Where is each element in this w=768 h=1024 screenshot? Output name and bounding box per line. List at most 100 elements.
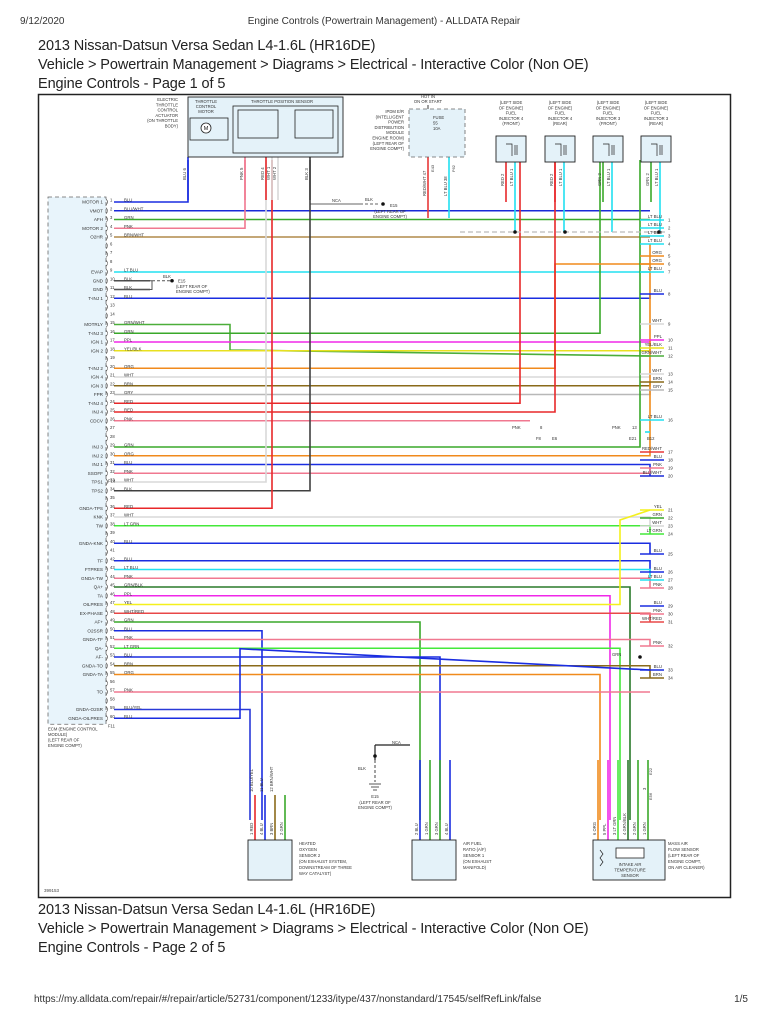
right-ref-number: 4	[668, 242, 671, 247]
grn-splice-label: GRN	[612, 652, 621, 657]
pin-bracket	[105, 627, 108, 634]
ecm-label: ECM (ENGINE CONTROL	[48, 726, 98, 731]
ecm-wire-label: GRN/WHT	[124, 320, 145, 325]
pin-bracket	[105, 330, 108, 337]
ecm-pin-number: 21	[110, 373, 115, 378]
ecm-pin-name: QA-	[95, 646, 104, 651]
ecm-pin-number: 7	[110, 250, 113, 255]
ecm-pin-name: GNDA-TA	[83, 672, 104, 677]
af-sensor-pin-label: 1 GRN	[424, 822, 429, 835]
right-ref-wire-label: GRN/WHT	[641, 350, 662, 355]
injector-label: INJECTOR 4	[499, 116, 524, 121]
breadcrumb-page2[interactable]: Vehicle > Powertrain Management > Diagra…	[38, 921, 589, 937]
ecm-pin-name: MOTOR 2	[82, 226, 103, 231]
ecm-pin-name: SSOFF	[88, 471, 104, 476]
pin-bracket	[105, 295, 108, 302]
ecm-pin-number: 43	[110, 565, 115, 570]
maf-pin-label: 2 GRN	[632, 822, 637, 835]
ecm-wire	[114, 244, 651, 457]
ecm-wire	[114, 160, 273, 510]
ecm-wire-label: LT GRN	[124, 644, 139, 649]
ecm-pin-number: 42	[110, 556, 115, 561]
ecm-wire	[114, 568, 651, 580]
ecm-pin-name: FPR	[94, 392, 104, 397]
ecm-pin-number: 1	[110, 198, 113, 203]
ecm-pin-number: 52	[110, 644, 115, 649]
injector-pin-label: GRN 2	[597, 173, 602, 186]
right-ref-wire-label: BLU	[654, 548, 662, 553]
right-ref-number: 33	[668, 668, 673, 673]
pin-bracket	[105, 636, 108, 643]
ecm-wire	[114, 516, 651, 526]
right-ref-wire-label: WHT	[652, 318, 662, 323]
maf-inline-id: E56	[648, 792, 653, 800]
ecm-wire-label: RED	[124, 399, 133, 404]
ecm-wire-label: BRN	[124, 381, 133, 386]
right-ref-number: 32	[668, 644, 673, 649]
right-ref-number: 29	[668, 604, 673, 609]
ecm-pin-name: CDCV	[90, 418, 104, 423]
maf-label: ON AIR CLEANER)	[668, 865, 705, 870]
print-title: Engine Controls (Powertrain Management) …	[247, 16, 521, 27]
right-ref-wire-label: PPL	[654, 334, 663, 339]
pin-bracket	[105, 671, 108, 678]
throttle-actuator-label: THROTTLE	[156, 102, 178, 107]
ecm-pin-number: 40	[110, 539, 115, 544]
ecm-label: ENGINE COMPT)	[48, 743, 82, 748]
ecm-pin-number: 24	[110, 399, 115, 404]
right-ref-wire-label: YEL	[654, 504, 663, 509]
ecm-wire-label: ORG	[124, 451, 134, 456]
right-ref-wire-label: YEL/BLK	[645, 342, 663, 347]
ecm-pin-number: 50	[110, 626, 115, 631]
maf-box	[592, 839, 666, 881]
ecm-pin-name: IGN 4	[91, 375, 103, 380]
ecm-pin-number: 34	[110, 486, 115, 491]
pin-bracket	[105, 662, 108, 669]
ground-location: ENGINE COMPT)	[358, 805, 392, 810]
inline-id: F8	[536, 436, 542, 441]
ecm-pin-number: 57	[110, 688, 115, 693]
pin-bracket	[105, 321, 108, 328]
right-ref-number: 1	[668, 218, 671, 223]
print-url[interactable]: https://my.alldata.com/repair/#/repair/a…	[34, 994, 542, 1005]
ecm-pin-number: 31	[110, 460, 115, 465]
ground-symbol-icon	[369, 783, 381, 791]
splice-dot	[657, 230, 661, 234]
injector-label: (FRONT)	[502, 121, 520, 126]
pin-bracket	[105, 198, 108, 206]
throttle-actuator-box	[187, 96, 344, 158]
right-ref-number: 5	[668, 254, 671, 259]
right-ref-number: 19	[668, 466, 673, 471]
right-ref-wire-label: LT BLU	[648, 266, 662, 271]
right-ref-number: 10	[668, 338, 673, 343]
ecm-pin-name: T-INJ 1	[88, 296, 103, 301]
maf-pin-label: 1 GRN	[642, 822, 647, 835]
right-ref-wire-label: WHT	[652, 368, 662, 373]
injector-label: INJECTOR 4	[548, 116, 573, 121]
ecm-wire-label: PNK	[124, 224, 133, 229]
ecm-label: MODULE)	[48, 732, 68, 737]
ecm-pin-number: 13	[110, 303, 115, 308]
ecm-pin-number: 60	[110, 714, 115, 719]
ecm-pin-number: 8	[110, 259, 113, 264]
right-ref-number: 27	[668, 578, 673, 583]
ecm-pin-number: 16	[110, 329, 115, 334]
ecm-pin-name: TO	[97, 690, 104, 695]
ecm-wire-label: BLK	[124, 285, 132, 290]
ecm-wire	[114, 468, 651, 475]
vehicle-title: 2013 Nissan-Datsun Versa Sedan L4-1.6L (…	[38, 38, 376, 54]
injector-label: OF ENGINE)	[596, 105, 621, 110]
maf-label: FLOW SENSOR	[668, 847, 699, 852]
injector-label: INJECTOR 3	[644, 116, 669, 121]
ecm-pin-name: IGN 1	[91, 340, 103, 345]
print-page-number: 1/5	[734, 994, 748, 1005]
ecm-pin-number: 30	[110, 451, 115, 456]
ho2s2-upper-pin-label: 12 BRN/WHT	[269, 766, 274, 792]
ecm-pin-name: MOTOR 1	[82, 200, 103, 205]
af-sensor-pin-label: 2 BLU	[414, 823, 419, 835]
injector-label: INJECTOR 3	[596, 116, 621, 121]
pin-bracket	[105, 233, 108, 241]
breadcrumb[interactable]: Vehicle > Powertrain Management > Diagra…	[38, 57, 589, 73]
fuse-label: FUSE	[433, 115, 444, 120]
ho2s2-label: DOWNSTREAM OF THREE	[299, 865, 352, 870]
